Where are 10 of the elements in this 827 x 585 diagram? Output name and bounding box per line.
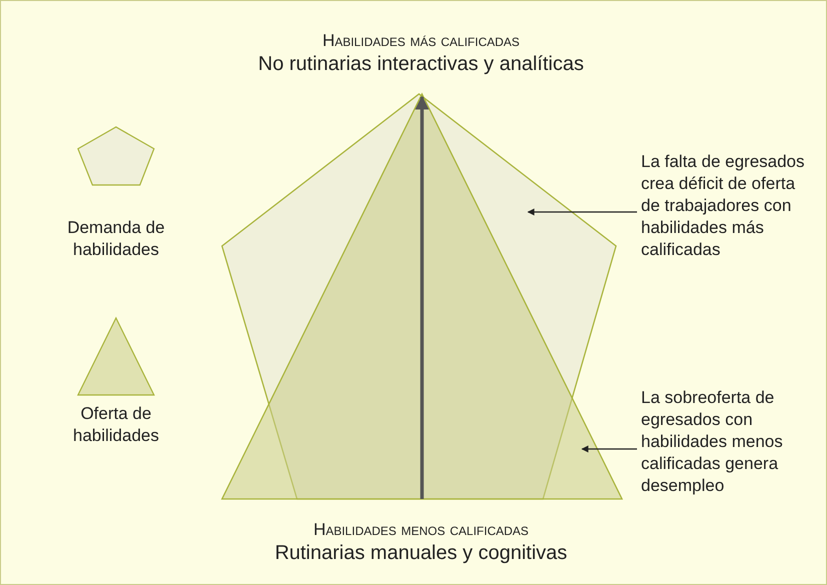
subheading: Rutinarias manuales y cognitivas [274, 541, 568, 566]
callout-text: La sobreoferta de egresados con habilidades menos calificadas genera desempleo [641, 387, 784, 497]
arrow [527, 208, 637, 216]
arrow [581, 446, 637, 452]
legend-label: Demanda de habilidades [66, 217, 166, 261]
heading: Habilidades más calificadas [321, 31, 521, 51]
subheading: No rutinarias interactivas y analíticas [257, 52, 585, 77]
heading: Habilidades menos calificadas [312, 520, 530, 540]
legend-label: Oferta de habilidades [72, 403, 160, 447]
callout-text: La falta de egresados crea déficit de oferta de trabajadores con habilidades más calificadas [641, 151, 806, 261]
